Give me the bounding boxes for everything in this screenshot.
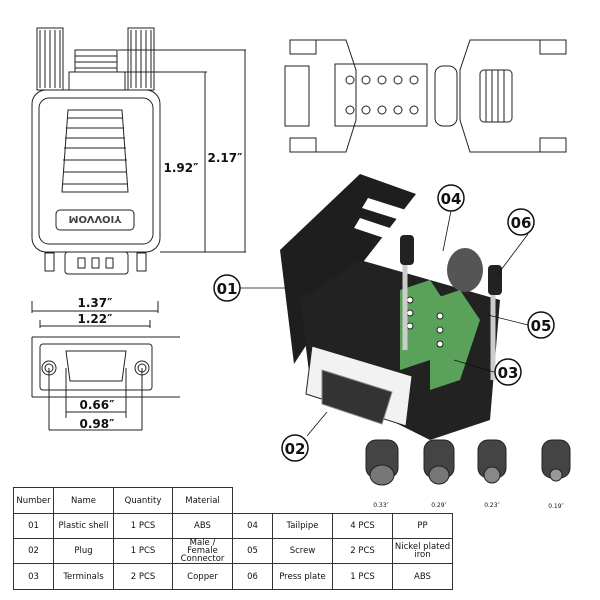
- table-cell: 1 PCS: [332, 563, 393, 590]
- table-cell: Male / Female Connector: [172, 538, 233, 564]
- dim-screw-spacing: 0.98″: [80, 417, 116, 431]
- grommet-4: [541, 439, 571, 482]
- table-cell: 04: [232, 513, 273, 539]
- table-cell: 4 PCS: [332, 513, 393, 539]
- callout-06: 06: [511, 214, 532, 232]
- top-view: [284, 39, 567, 153]
- table-cell: ABS: [172, 513, 233, 539]
- callout-02: 02: [285, 440, 306, 458]
- callout-03: 03: [498, 364, 519, 382]
- dim-height-body: 1.92″: [164, 161, 200, 175]
- table-header-cell: Name: [53, 487, 114, 514]
- grommet-2: [423, 439, 455, 485]
- table-cell: 06: [232, 563, 273, 590]
- table-cell: 2 PCS: [332, 538, 393, 564]
- grommet-size-2: 0.29″: [431, 502, 447, 509]
- table-cell: Screw: [272, 538, 333, 564]
- dim-shell-width: 0.66″: [80, 398, 116, 412]
- table-cell: Plastic shell: [53, 513, 114, 539]
- table-cell: Press plate: [272, 563, 333, 590]
- callout-01: 01: [217, 280, 238, 298]
- table-cell: 02: [13, 538, 54, 564]
- dim-flange-width: 1.22″: [78, 312, 114, 326]
- end-view: [31, 301, 180, 431]
- table-cell: 1 PCS: [113, 513, 173, 539]
- dim-outer-width: 1.37″: [78, 296, 114, 310]
- table-cell: 1 PCS: [113, 538, 173, 564]
- callout-05: 05: [531, 317, 552, 335]
- table-cell: 2 PCS: [113, 563, 173, 590]
- table-cell: Copper: [172, 563, 233, 590]
- dim-height-total: 2.17″: [208, 151, 244, 165]
- grommet-size-3: 0.23″: [484, 502, 500, 509]
- front-view: [31, 27, 246, 275]
- table-cell: Nickel plated iron: [392, 538, 453, 564]
- table-header-cell: Number: [13, 487, 54, 514]
- table-header-cell: Quantity: [113, 487, 173, 514]
- table-cell: Plug: [53, 538, 114, 564]
- table-cell: 05: [232, 538, 273, 564]
- table-cell: ABS: [392, 563, 453, 590]
- grommet-3: [477, 439, 507, 484]
- table-cell: 03: [13, 563, 54, 590]
- grommets: [365, 439, 571, 486]
- logo: YIOVVOM: [68, 213, 122, 224]
- table-header-cell: Material: [172, 487, 233, 514]
- grommet-size-4: 0.19″: [548, 503, 564, 510]
- table-cell: Terminals: [53, 563, 114, 590]
- callout-04: 04: [441, 190, 462, 208]
- table-cell: 01: [13, 513, 54, 539]
- exploded-3d-view: [280, 174, 502, 440]
- grommet-size-1: 0.33″: [373, 502, 389, 509]
- grommet-1: [365, 439, 399, 486]
- table-cell: Tailpipe: [272, 513, 333, 539]
- table-cell: PP: [392, 513, 453, 539]
